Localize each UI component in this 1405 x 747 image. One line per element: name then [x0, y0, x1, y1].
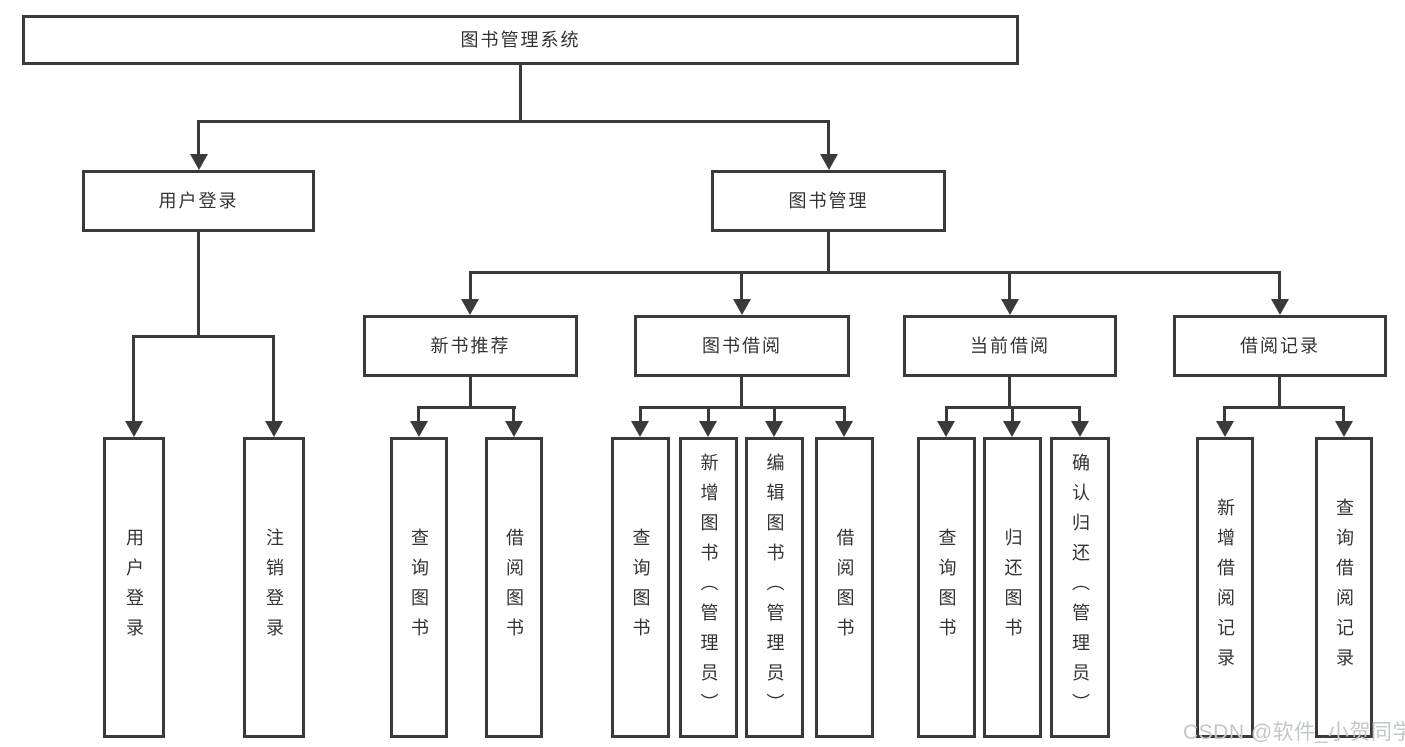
node-label: 图书管理 [788, 191, 869, 211]
connector [1223, 406, 1345, 409]
connector [417, 406, 420, 421]
arrowhead-icon [1001, 299, 1019, 315]
leaf-label: 借阅图书 [504, 527, 524, 648]
connector [1008, 377, 1011, 408]
leaf-query-books-current: 查询图书 [917, 437, 976, 738]
connector [639, 406, 846, 409]
connector [827, 120, 830, 154]
arrowhead-icon [820, 154, 838, 170]
node-current-borrowing: 当前借阅 [903, 315, 1117, 377]
connector [1278, 377, 1281, 408]
leaf-query-borrow-record: 查询借阅记录 [1315, 437, 1373, 738]
connector [272, 335, 275, 421]
connector [469, 377, 472, 408]
leaf-confirm-return-admin: 确认归还（管理员） [1050, 437, 1110, 738]
leaf-label: 新增借阅记录 [1215, 497, 1235, 678]
arrowhead-icon [1335, 421, 1353, 437]
leaf-add-borrow-record: 新增借阅记录 [1196, 437, 1254, 738]
leaf-add-books-admin: 新增图书（管理员） [679, 437, 738, 738]
arrowhead-icon [733, 299, 751, 315]
leaf-label: 注销登录 [264, 527, 284, 648]
connector [773, 406, 776, 421]
connector [639, 406, 642, 421]
arrowhead-icon [1071, 421, 1089, 437]
arrowhead-icon [631, 421, 649, 437]
arrowhead-icon [125, 421, 143, 437]
node-book-borrowing: 图书借阅 [634, 315, 850, 377]
leaf-label: 查询图书 [409, 527, 429, 648]
connector [1278, 271, 1281, 299]
arrowhead-icon [265, 421, 283, 437]
leaf-query-books-borrowing: 查询图书 [611, 437, 670, 738]
node-label: 新书推荐 [430, 336, 511, 356]
leaf-label: 归还图书 [1002, 527, 1023, 648]
arrowhead-icon [765, 421, 783, 437]
leaf-borrow-books-borrowing: 借阅图书 [815, 437, 874, 738]
arrowhead-icon [461, 299, 479, 315]
node-root: 图书管理系统 [22, 15, 1019, 65]
leaf-user-login: 用户登录 [103, 437, 165, 738]
arrowhead-icon [1003, 421, 1021, 437]
arrowhead-icon [1271, 299, 1289, 315]
connector [1342, 406, 1345, 421]
node-label: 借阅记录 [1240, 336, 1320, 356]
connector [197, 232, 200, 337]
connector [740, 377, 743, 408]
leaf-label: 查询图书 [936, 527, 957, 648]
arrowhead-icon [505, 421, 523, 437]
node-new-books: 新书推荐 [363, 315, 578, 377]
leaf-borrow-books-newbooks: 借阅图书 [485, 437, 543, 738]
node-label: 图书管理系统 [460, 30, 581, 50]
connector [707, 406, 710, 421]
arrowhead-icon [937, 421, 955, 437]
connector [1223, 406, 1226, 421]
node-label: 用户登录 [158, 191, 239, 211]
connector [512, 406, 515, 421]
arrowhead-icon [410, 421, 428, 437]
connector [417, 406, 516, 409]
connector [740, 271, 743, 299]
leaf-label: 用户登录 [124, 527, 144, 648]
connector [945, 406, 948, 421]
node-book-management: 图书管理 [711, 170, 946, 232]
leaf-query-books-newbooks: 查询图书 [390, 437, 448, 738]
arrowhead-icon [1216, 421, 1234, 437]
node-label: 图书借阅 [702, 336, 782, 356]
leaf-return-books: 归还图书 [983, 437, 1042, 738]
connector [1011, 406, 1014, 421]
connector [132, 335, 135, 421]
connector [469, 271, 472, 299]
connector [1008, 271, 1011, 299]
connector [132, 335, 274, 338]
leaf-edit-books-admin: 编辑图书（管理员） [745, 437, 804, 738]
leaf-label: 确认归还（管理员） [1070, 452, 1090, 723]
node-borrow-records: 借阅记录 [1173, 315, 1387, 377]
csdn-watermark: CSDN @软件_小贺同学 [1183, 721, 1405, 744]
leaf-label: 查询图书 [630, 527, 651, 648]
arrowhead-icon [699, 421, 717, 437]
connector [469, 271, 1281, 274]
connector [827, 232, 830, 273]
node-label: 当前借阅 [970, 336, 1050, 356]
connector [843, 406, 846, 421]
leaf-label: 编辑图书（管理员） [764, 452, 785, 723]
connector [197, 120, 200, 154]
node-user-login: 用户登录 [82, 170, 315, 232]
arrowhead-icon [190, 154, 208, 170]
leaf-logout: 注销登录 [243, 437, 305, 738]
leaf-label: 借阅图书 [834, 527, 855, 648]
leaf-label: 新增图书（管理员） [698, 452, 719, 723]
leaf-label: 查询借阅记录 [1334, 497, 1354, 678]
connector [519, 65, 522, 121]
arrowhead-icon [835, 421, 853, 437]
connector [1078, 406, 1081, 421]
connector [197, 120, 830, 123]
